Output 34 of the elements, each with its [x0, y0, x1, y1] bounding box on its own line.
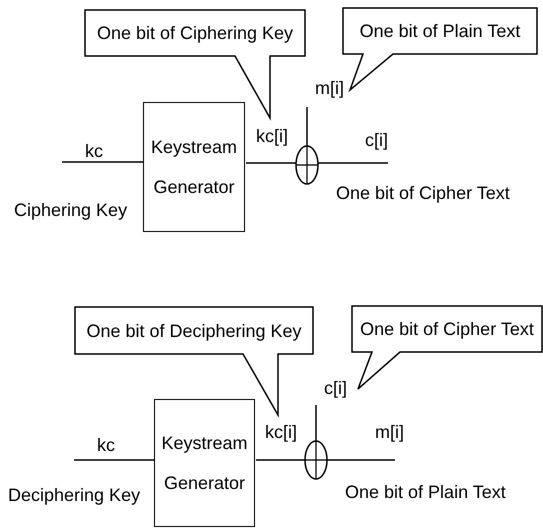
keystream-generator-box [154, 399, 255, 527]
callout-bubble [75, 307, 313, 415]
callout-bubble [85, 10, 305, 118]
callout-text: One bit of Cipher Text [360, 319, 534, 339]
description-label: One bit of Plain Text [345, 482, 506, 502]
signal-line [318, 162, 388, 164]
signal-line [327, 459, 395, 461]
callout-text: One bit of Ciphering Key [96, 23, 294, 43]
callout-text: One bit of Plain Text [360, 21, 520, 41]
signal-line [62, 161, 143, 163]
description-label: One bit of Cipher Text [336, 183, 510, 203]
signal-line [306, 107, 308, 146]
callout-bubble [343, 8, 537, 90]
description-label: Deciphering Key [8, 485, 140, 505]
xor-symbol [304, 440, 328, 480]
block-label: Keystream Generator [150, 136, 238, 199]
description-label: Ciphering Key [14, 200, 128, 220]
signal-line [315, 405, 317, 441]
signal-label: kc[i] [265, 422, 298, 442]
keystream-generator-box [143, 102, 245, 232]
signal-label: c[i] [324, 378, 348, 398]
signal-label: kc[i] [256, 126, 288, 146]
signal-label: kc [85, 141, 103, 161]
signal-label: m[i] [315, 78, 344, 98]
signal-line [246, 162, 296, 164]
callout-text: One bit of Deciphering Key [86, 320, 302, 340]
block-label: Keystream Generator [160, 432, 249, 495]
callout-bubble [352, 306, 542, 389]
signal-line [74, 459, 154, 461]
signal-line [256, 459, 305, 461]
signal-label: c[i] [365, 130, 388, 150]
signal-label: m[i] [375, 422, 404, 442]
xor-symbol [295, 145, 319, 185]
signal-label: kc [97, 435, 115, 455]
